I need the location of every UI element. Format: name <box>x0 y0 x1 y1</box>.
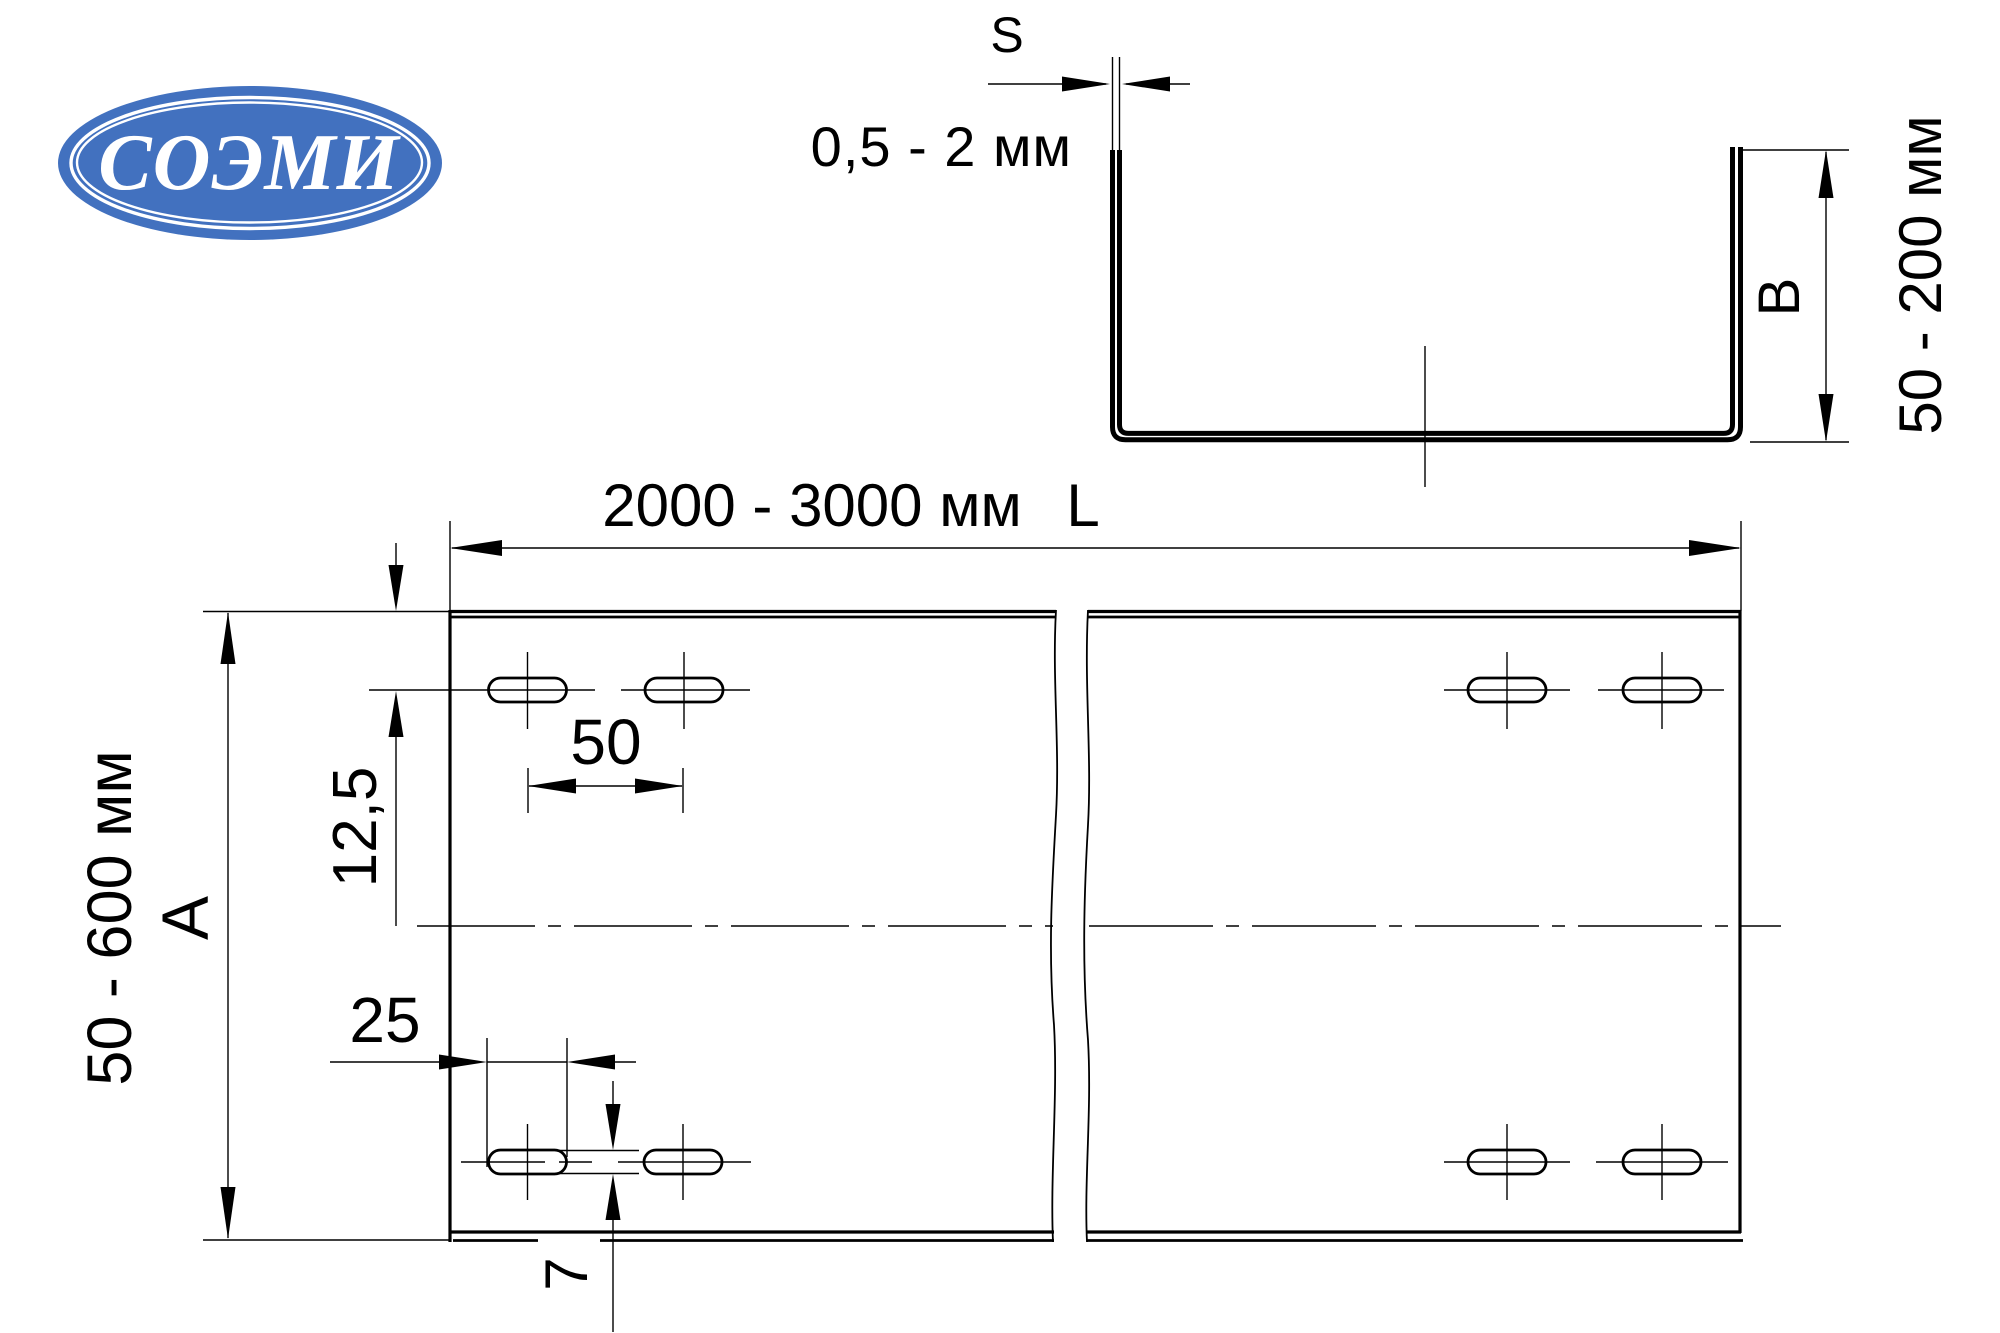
slotwid-value: 7 <box>533 1257 600 1290</box>
a-value: 50 - 600 мм <box>75 750 145 1085</box>
slotlen-arrow-left <box>439 1054 487 1070</box>
logo-ring-outer <box>69 95 431 231</box>
break-lines <box>1050 609 1091 1243</box>
slotlen-value: 25 <box>349 984 420 1056</box>
s-value: 0,5 - 2 мм <box>811 115 1072 178</box>
profile-outer-contour <box>1110 147 1743 443</box>
pitch-arrow-right <box>635 778 683 794</box>
height-dimension: B 50 - 200 мм <box>1743 115 1954 443</box>
profile-inner-contour <box>1117 147 1735 436</box>
slotwid-arrow-down <box>605 1104 621 1150</box>
slotwid-arrow-up <box>605 1174 621 1220</box>
thickness-dimension: S 0,5 - 2 мм <box>811 7 1190 178</box>
s-arrow-left <box>1062 76 1110 92</box>
length-dimension: 2000 - 3000 мм L <box>449 472 1742 611</box>
section-view: S 0,5 - 2 мм B 50 - 200 мм <box>811 7 1954 487</box>
logo-ring-inner <box>75 101 424 224</box>
logo: СОЭМИ <box>58 86 442 240</box>
offset-value: 12,5 <box>321 767 390 888</box>
logo-text: СОЭМИ <box>98 119 401 207</box>
pitch-dimension: 50 <box>527 706 684 813</box>
row-offset-dimension: 12,5 <box>321 543 404 926</box>
pitch-arrow-left <box>528 778 576 794</box>
slot-bottom-left-2 <box>618 1124 751 1200</box>
slot-bottom-right-1 <box>1444 1124 1570 1200</box>
a-arrow-top <box>220 612 236 664</box>
slotlen-arrow-right <box>567 1054 615 1070</box>
width-dimension: A 50 - 600 мм <box>75 610 451 1241</box>
s-arrow-right <box>1122 76 1170 92</box>
b-arrow-bottom <box>1818 394 1834 442</box>
l-value: 2000 - 3000 мм <box>602 472 1021 539</box>
logo-ellipse <box>58 86 442 240</box>
slot-top-left-2 <box>621 652 750 729</box>
offset-arrow-down <box>388 565 404 611</box>
l-arrow-left <box>450 540 502 556</box>
a-label: A <box>148 896 222 940</box>
l-label: L <box>1066 472 1099 539</box>
b-value: 50 - 200 мм <box>1887 115 1954 434</box>
slot-top-right-1 <box>1444 652 1570 729</box>
slot-top-right-2 <box>1598 652 1724 729</box>
break-line-left <box>1050 609 1059 1243</box>
slot-bottom-right-2 <box>1596 1124 1728 1200</box>
slot-bottom-left-1 <box>461 1124 592 1200</box>
pitch-value: 50 <box>570 706 641 778</box>
b-label: B <box>1747 278 1812 317</box>
slot-width-dimension: 7 <box>533 1081 639 1332</box>
slot-length-dimension: 25 <box>330 984 636 1167</box>
l-arrow-right <box>1689 540 1741 556</box>
slot-top-left-1 <box>369 652 595 729</box>
slots <box>369 652 1728 1200</box>
a-arrow-bottom <box>220 1187 236 1239</box>
offset-arrow-up <box>388 691 404 737</box>
b-arrow-top <box>1818 150 1834 198</box>
plan-view: 2000 - 3000 мм L A 50 - 600 мм 12,5 <box>75 472 1781 1332</box>
s-label: S <box>990 7 1023 63</box>
break-line-right <box>1083 609 1091 1243</box>
